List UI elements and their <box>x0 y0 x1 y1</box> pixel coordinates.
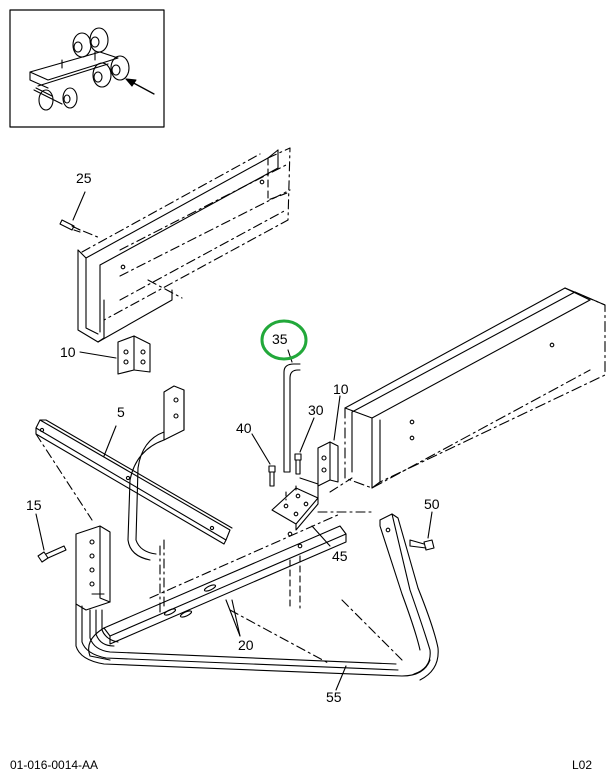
mounting-strap-5 <box>35 419 233 545</box>
callout-15: 15 <box>26 497 42 513</box>
callout-45: 45 <box>332 548 348 564</box>
callout-30: 30 <box>308 402 324 418</box>
left-hanger-bracket <box>75 525 431 677</box>
callout-10-right: 10 <box>333 381 349 397</box>
sheet-number: L02 <box>572 758 593 772</box>
bolt-30 <box>294 417 315 475</box>
callout-10-left: 10 <box>60 344 76 360</box>
document-id: 01-016-0014-AA <box>10 758 99 772</box>
callout-5: 5 <box>117 404 125 420</box>
callout-40: 40 <box>236 420 252 436</box>
callout-50: 50 <box>424 496 440 512</box>
bolt-15 <box>35 513 67 563</box>
highlight-circle-35 <box>260 319 308 361</box>
leader-20 <box>225 599 241 637</box>
upper-frame-rail <box>65 147 291 343</box>
callout-55: 55 <box>326 689 342 705</box>
support-strap-55 <box>229 513 439 691</box>
bolt-25 <box>59 191 86 233</box>
callout-35: 35 <box>272 331 288 347</box>
right-frame-rail <box>317 287 606 513</box>
callout-25: 25 <box>76 170 92 186</box>
rod-35 <box>283 349 301 473</box>
crossmember-20 <box>88 513 347 661</box>
bolt-50 <box>409 511 435 551</box>
vertical-support-bracket <box>127 385 185 613</box>
bracket-10-left <box>79 335 151 375</box>
callout-20: 20 <box>238 637 254 653</box>
bracket-10-right <box>317 395 341 487</box>
locator-inset <box>9 9 165 128</box>
bolt-40 <box>251 433 276 487</box>
plate-45 <box>271 477 331 547</box>
chassis-thumbnail <box>29 27 155 111</box>
